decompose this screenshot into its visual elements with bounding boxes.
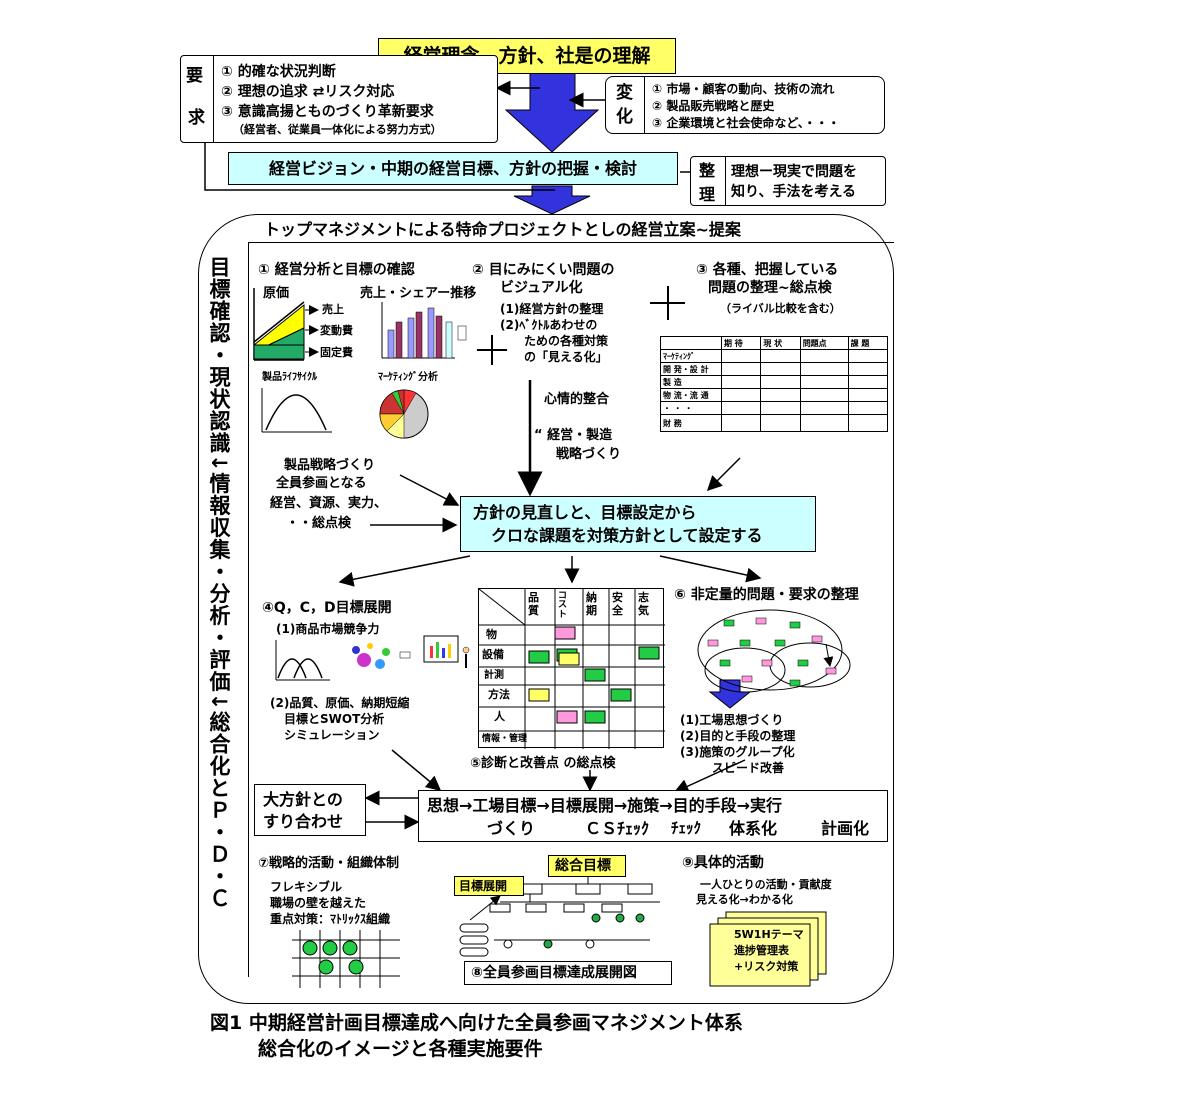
cost-chart xyxy=(253,288,319,361)
requirements-box: 要 求 ① 的確な状況判断 ② 理想の追求 ⇄リスク対応 ③ 意識高揚とものづく… xyxy=(180,55,498,143)
all-participation-caption-box: ⑧全員参画目標達成展開図 xyxy=(464,961,672,985)
figure-caption-line1: 図1 中期経営計画目標達成へ向けた全員参画マネジメント体系 xyxy=(210,1012,743,1034)
diagnosis-grid xyxy=(478,588,665,749)
management-philosophy-box: 経営理念、方針、社是の理解 xyxy=(378,38,676,74)
figure-caption-line2: 総合化のイメージと各種実施要件 xyxy=(258,1038,543,1060)
process-flow-box: 思想→工場目標→目標展開→施策→目的手段→実行 づくり ＣＳﾁｪｯｸ ﾁｪｯｸ … xyxy=(418,790,888,842)
policy-box: 方針の見直しと、目標設定から クロな課題を対策方針として設定する xyxy=(460,496,816,552)
matrix-org-chart xyxy=(292,930,400,988)
task-cards xyxy=(709,911,827,987)
project-title: トップマネジメントによる特命プロジェクトとしの経営立案~提案 xyxy=(264,220,741,239)
goal-tree xyxy=(459,876,660,957)
big-blue-arrow-2 xyxy=(513,185,591,215)
side-process-text: 目標確認・現状認識↓情報収集・分析・評価↓総合化とＰ・Ｄ・Ｃ xyxy=(207,256,231,910)
marketing-pie xyxy=(379,389,429,439)
change-box: 変 化 ① 市場・顧客の動向、技術の流れ ② 製品販売戦略と歴史 ③ 企業環境と… xyxy=(605,76,885,134)
goal-deployment-box: 目標展開 xyxy=(454,876,524,896)
share-bar-chart xyxy=(381,302,467,359)
big-blue-arrow xyxy=(504,71,600,153)
project-frame xyxy=(198,214,894,1004)
align-policy-box: 大方針との すり合わせ xyxy=(254,784,366,836)
comparison-table: 期 待 現 状 問題点 課 題 ﾏｰｹﾃｨﾝｸﾞ 開 発・設 計 製 造 物 流… xyxy=(660,336,889,432)
total-goal-box: 総合目標 xyxy=(548,855,626,877)
lifecycle-curve xyxy=(261,388,332,433)
problem-cloud xyxy=(697,609,851,693)
market-competitiveness-chart xyxy=(275,635,470,681)
organize-box: 整 理 理想ー現実で問題を 知り、手法を考える xyxy=(690,156,886,206)
vision-box: 経営ビジョン・中期の経営目標、方針の把握・検討 xyxy=(228,152,678,185)
